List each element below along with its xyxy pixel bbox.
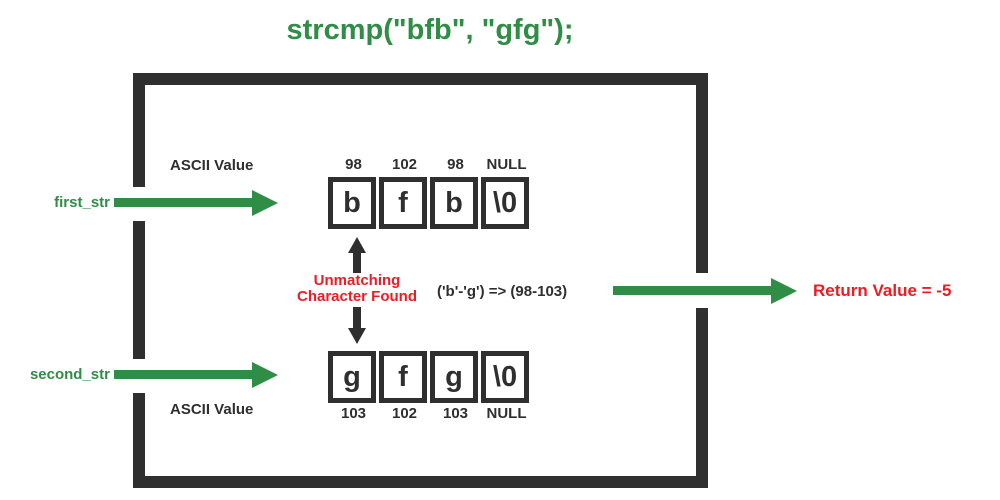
array-cell: f bbox=[379, 351, 427, 403]
ascii-value: 103 bbox=[442, 405, 469, 422]
second-array-ascii-values: 103 102 103 NULL bbox=[328, 405, 532, 422]
up-arrow-head-icon bbox=[348, 237, 366, 253]
ascii-value-label-bottom: ASCII Value bbox=[170, 401, 254, 418]
unmatching-note-line1: Unmatching bbox=[313, 272, 401, 289]
ascii-value: NULL bbox=[486, 405, 527, 422]
ascii-value: 102 bbox=[391, 156, 418, 173]
first-array-ascii-values: 98 102 98 NULL bbox=[328, 156, 532, 173]
second-str-label: second_str bbox=[29, 366, 110, 383]
up-arrow-line bbox=[353, 251, 361, 273]
first-str-arrow-head bbox=[252, 190, 278, 216]
difference-expression: ('b'-'g') => (98-103) bbox=[437, 283, 568, 300]
down-arrow-line bbox=[353, 307, 361, 329]
down-arrow-head-icon bbox=[348, 328, 366, 344]
second-str-arrow-line bbox=[114, 370, 254, 379]
diagram-title: strcmp("bfb", "gfg"); bbox=[286, 14, 574, 46]
array-cell: b bbox=[328, 177, 376, 229]
ascii-value-label-top: ASCII Value bbox=[170, 157, 254, 174]
array-cell: \0 bbox=[481, 351, 529, 403]
unmatching-note-line2: Character Found bbox=[296, 288, 417, 305]
ascii-value: 103 bbox=[340, 405, 367, 422]
ascii-value: 98 bbox=[447, 156, 464, 173]
first-str-label: first_str bbox=[54, 194, 110, 211]
second-array: g f g \0 bbox=[328, 351, 529, 403]
unmatching-note: Unmatching Character Found bbox=[267, 273, 447, 305]
second-str-arrow-head bbox=[252, 362, 278, 388]
array-cell: \0 bbox=[481, 177, 529, 229]
ascii-value: 102 bbox=[391, 405, 418, 422]
return-arrow-head bbox=[771, 278, 797, 304]
array-cell: g bbox=[328, 351, 376, 403]
array-cell: f bbox=[379, 177, 427, 229]
ascii-value: NULL bbox=[486, 156, 527, 173]
ascii-value: 98 bbox=[345, 156, 362, 173]
first-array: b f b \0 bbox=[328, 177, 529, 229]
array-cell: b bbox=[430, 177, 478, 229]
return-value-label: Return Value = -5 bbox=[813, 281, 952, 300]
return-arrow-line bbox=[613, 286, 771, 295]
array-cell: g bbox=[430, 351, 478, 403]
first-str-arrow-line bbox=[114, 198, 254, 207]
